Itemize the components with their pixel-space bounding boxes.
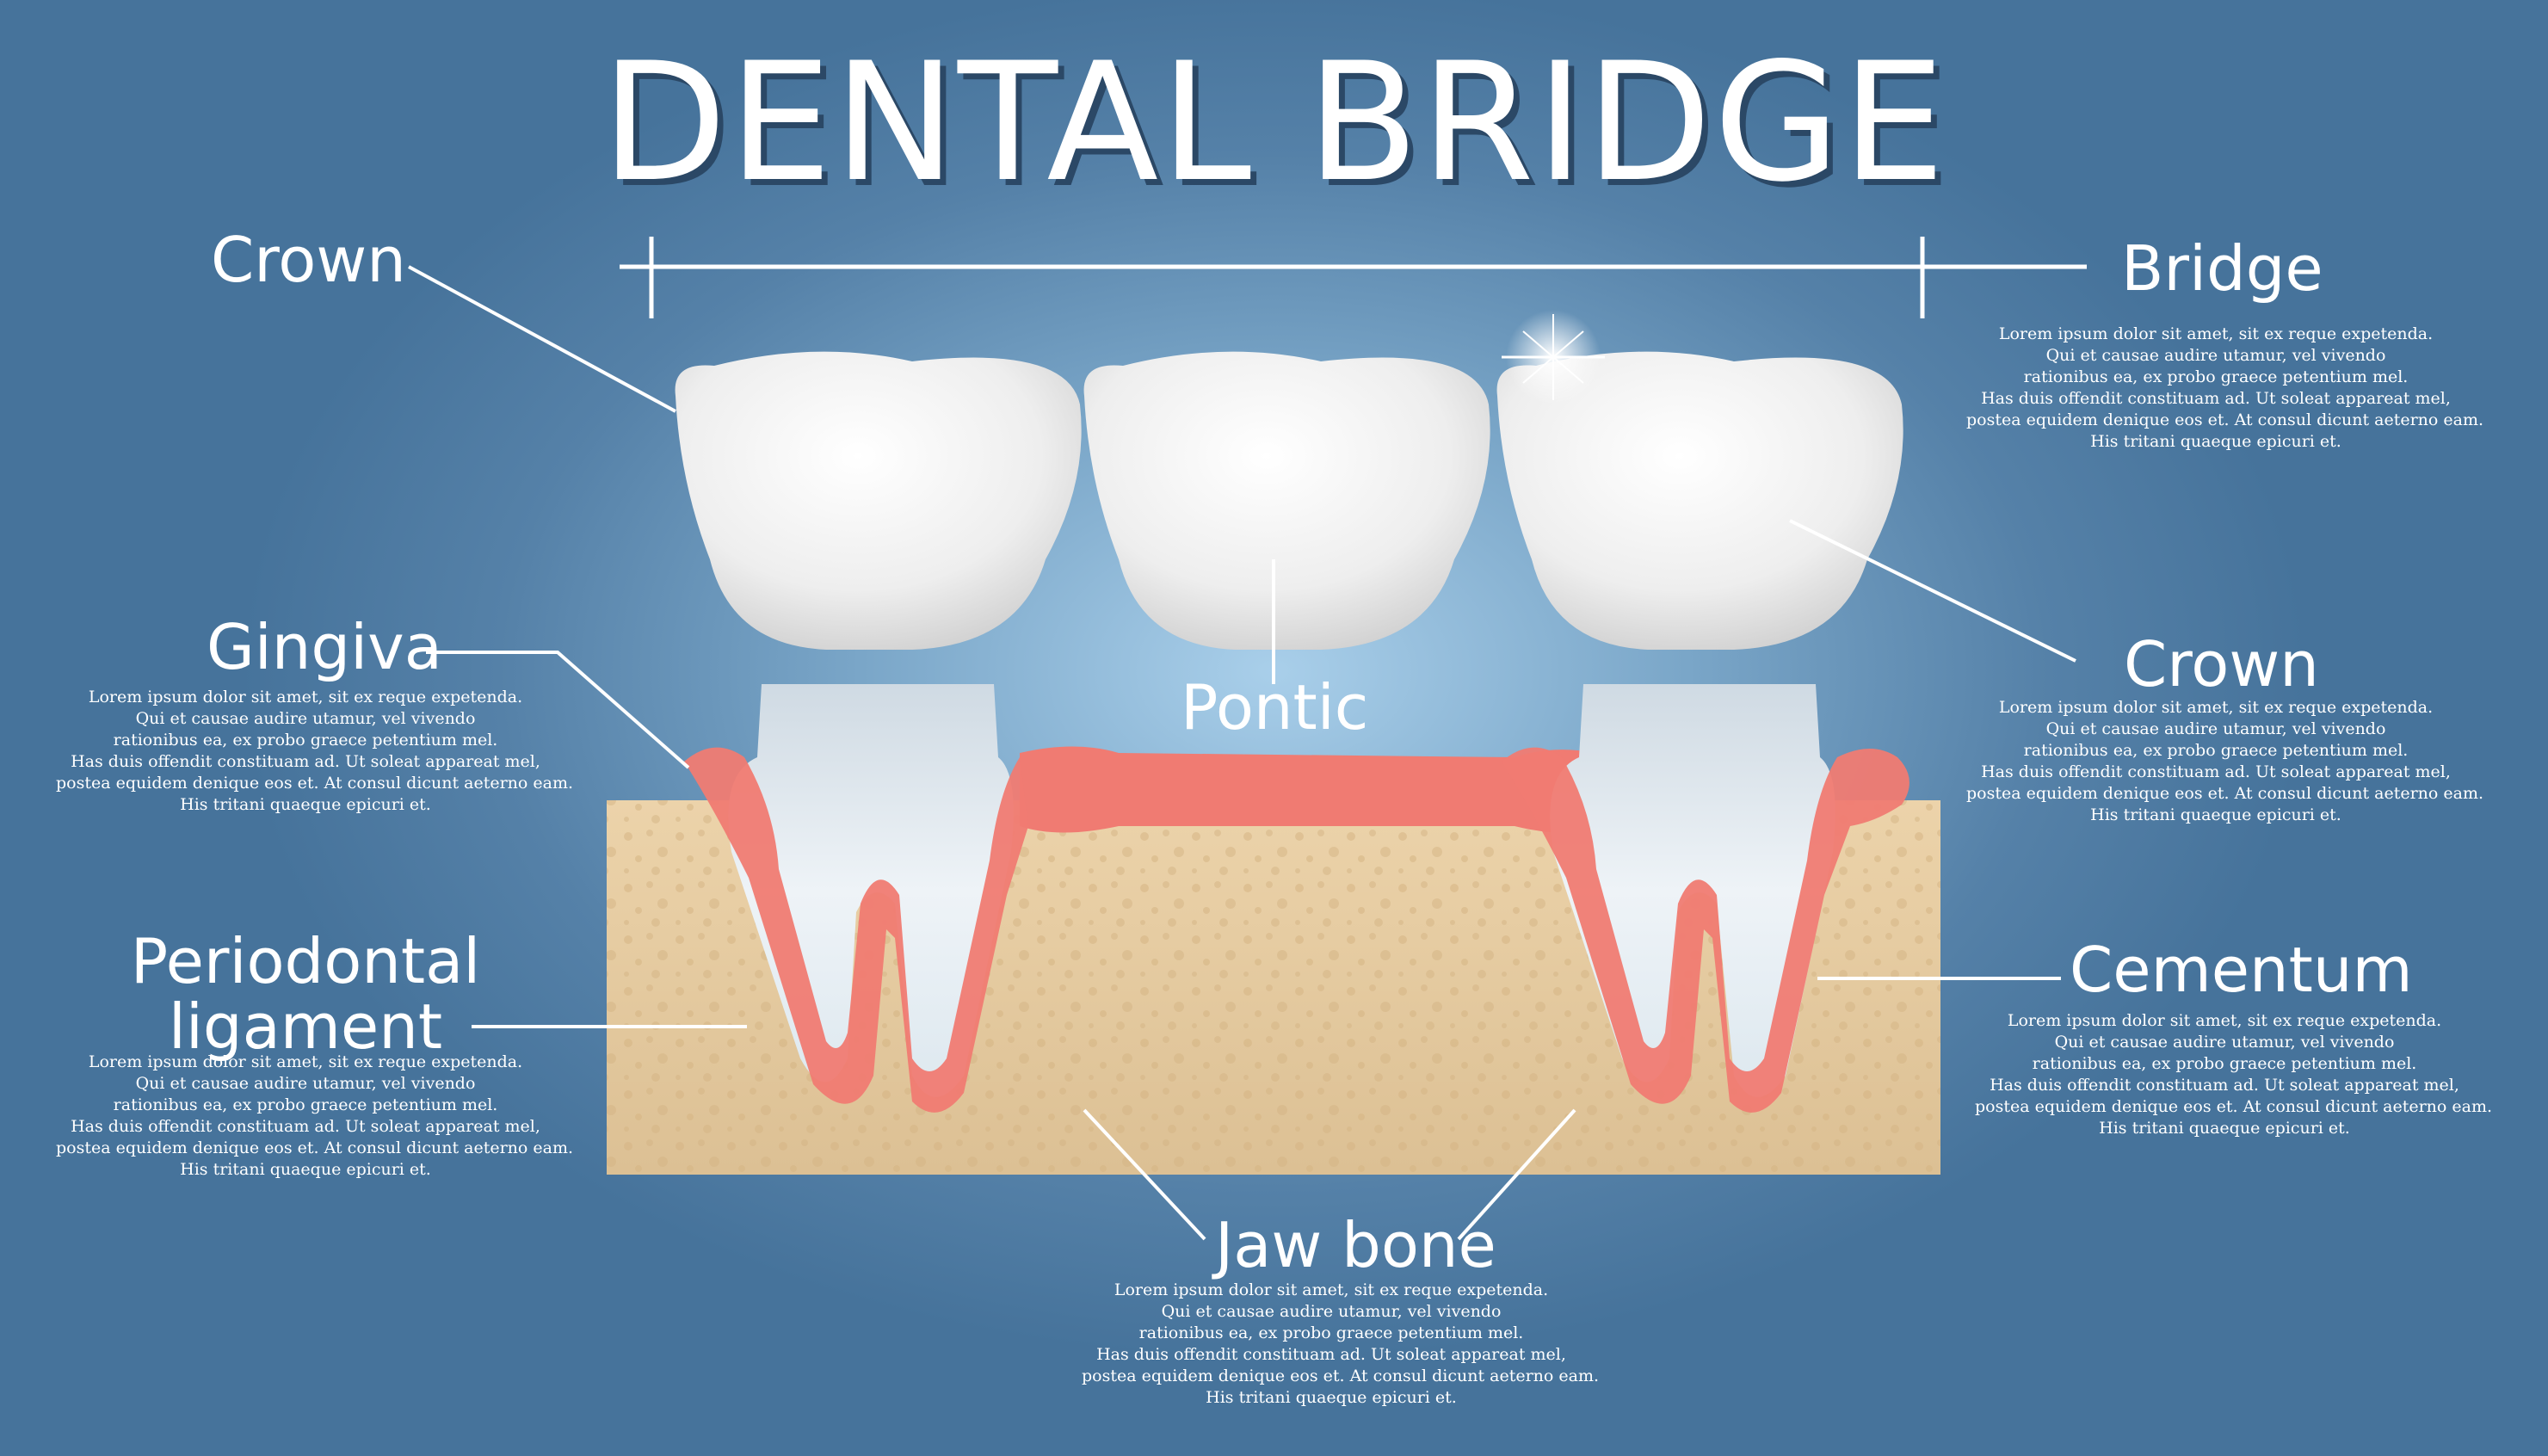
description-jaw-bone: Lorem ipsum dolor sit amet, sit ex reque… [1082, 1280, 1600, 1409]
description-periodontal: Lorem ipsum dolor sit amet, sit ex reque… [56, 1052, 574, 1181]
description-line: His tritani quaeque epicuri et. [180, 1160, 431, 1179]
description-crown-right: Lorem ipsum dolor sit amet, sit ex reque… [1966, 697, 2484, 826]
label-pontic: Pontic [1181, 671, 1369, 743]
gum-band [1020, 746, 1626, 834]
label-bridge: Bridge [2121, 232, 2323, 305]
page-title: DENTAL BRIDGE [601, 28, 1947, 218]
description-line: Has duis offendit constituam ad. Ut sole… [71, 1117, 540, 1136]
leader-crown-right [1789, 519, 2076, 663]
label-gingiva: Gingiva [207, 611, 442, 683]
right-crown [1496, 351, 1903, 650]
leader-crown-top [408, 265, 676, 413]
label-cementum: Cementum [2070, 934, 2413, 1006]
description-line: Lorem ipsum dolor sit amet, sit ex reque… [1114, 1280, 1549, 1299]
description-line: rationibus ea, ex probo graece petentium… [2032, 1054, 2417, 1073]
leader-jaw-right [1457, 1108, 1576, 1241]
description-line: Qui et causae audire utamur, vel vivendo [2045, 719, 2386, 738]
description-line: Qui et causae audire utamur, vel vivendo [1161, 1302, 1502, 1321]
description-line: Lorem ipsum dolor sit amet, sit ex reque… [2007, 1011, 2442, 1030]
description-line: rationibus ea, ex probo graece petentium… [2023, 367, 2409, 386]
description-line: Qui et causae audire utamur, vel vivendo [135, 1074, 476, 1093]
description-line: Lorem ipsum dolor sit amet, sit ex reque… [1998, 324, 2434, 343]
left-abutment-tooth [684, 684, 1028, 1113]
description-line: Lorem ipsum dolor sit amet, sit ex reque… [88, 688, 523, 706]
description-line: rationibus ea, ex probo graece petentium… [113, 731, 498, 750]
description-line: His tritani quaeque epicuri et. [1206, 1388, 1457, 1407]
description-line: Has duis offendit constituam ad. Ut sole… [1990, 1076, 2459, 1095]
description-line: Lorem ipsum dolor sit amet, sit ex reque… [1998, 698, 2434, 717]
description-line: His tritani quaeque epicuri et. [180, 795, 431, 814]
right-abutment-tooth [1502, 684, 1909, 1113]
description-line: postea equidem denique eos et. At consul… [56, 774, 574, 793]
description-line: His tritani quaeque epicuri et. [2090, 805, 2341, 824]
description-line: Has duis offendit constituam ad. Ut sole… [1981, 762, 2451, 781]
description-line: Has duis offendit constituam ad. Ut sole… [71, 752, 540, 771]
description-line: Qui et causae audire utamur, vel vivendo [135, 709, 476, 728]
leader-gingiva [426, 651, 690, 769]
description-line: Has duis offendit constituam ad. Ut sole… [1981, 389, 2451, 408]
label-crown-top: Crown [211, 224, 406, 296]
description-line: rationibus ea, ex probo graece petentium… [2023, 741, 2409, 760]
description-cementum: Lorem ipsum dolor sit amet, sit ex reque… [1975, 1010, 2493, 1139]
label-periodontal-line2: ligament [168, 990, 443, 1063]
label-periodontal-ligament: Periodontal ligament [69, 929, 542, 1059]
pontic-crown [1083, 351, 1490, 650]
description-gingiva: Lorem ipsum dolor sit amet, sit ex reque… [56, 687, 574, 816]
sparkle-icon [1502, 310, 1605, 404]
description-bridge: Lorem ipsum dolor sit amet, sit ex reque… [1966, 324, 2484, 453]
description-line: postea equidem denique eos et. At consul… [1966, 410, 2484, 429]
label-jaw-bone: Jaw bone [1215, 1209, 1496, 1281]
description-line: His tritani quaeque epicuri et. [2099, 1119, 2350, 1138]
left-crown [675, 351, 1082, 650]
description-line: Lorem ipsum dolor sit amet, sit ex reque… [88, 1052, 523, 1071]
description-line: rationibus ea, ex probo graece petentium… [1138, 1323, 1524, 1342]
description-line: postea equidem denique eos et. At consul… [56, 1138, 574, 1157]
description-line: postea equidem denique eos et. At consul… [1966, 784, 2484, 803]
description-line: His tritani quaeque epicuri et. [2090, 432, 2341, 451]
description-line: Qui et causae audire utamur, vel vivendo [2054, 1033, 2395, 1052]
description-line: postea equidem denique eos et. At consul… [1082, 1367, 1600, 1385]
description-line: postea equidem denique eos et. At consul… [1975, 1097, 2493, 1116]
leader-jaw-left [1083, 1108, 1206, 1241]
description-line: rationibus ea, ex probo graece petentium… [113, 1095, 498, 1114]
description-line: Qui et causae audire utamur, vel vivendo [2045, 346, 2386, 365]
label-crown-right: Crown [2124, 628, 2319, 700]
leader-lines [408, 265, 2076, 1241]
description-line: Has duis offendit constituam ad. Ut sole… [1096, 1345, 1566, 1364]
label-periodontal-line1: Periodontal [130, 925, 481, 997]
